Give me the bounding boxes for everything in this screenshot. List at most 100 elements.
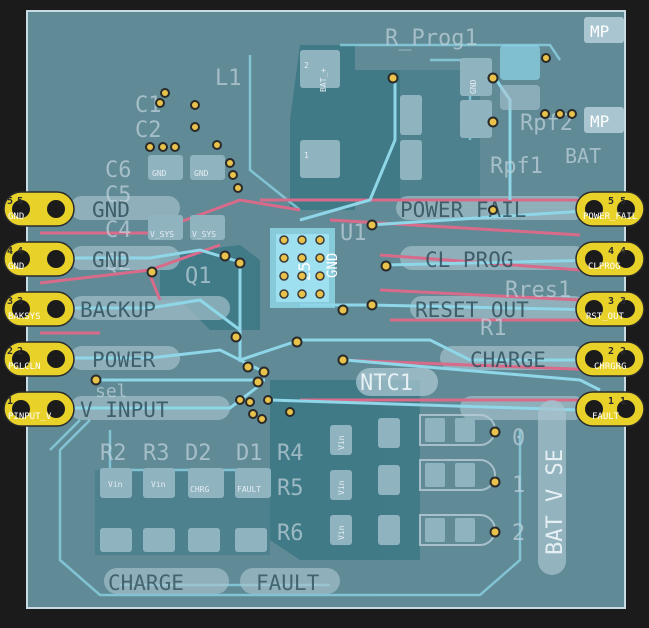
right-pin-2[interactable]: 2 2 CHRGRG [575, 341, 645, 377]
svg-text:Vin: Vin [337, 525, 346, 540]
svg-text:V INPUT: V INPUT [80, 398, 169, 422]
mounting-pad-bottom[interactable]: MP [584, 107, 624, 133]
svg-text:FAULT: FAULT [237, 485, 261, 494]
battery-pad-plus[interactable] [500, 45, 540, 80]
bat-silk-label: BAT [565, 144, 601, 168]
svg-text:2: 2 [17, 346, 23, 357]
svg-text:GND: GND [194, 169, 209, 178]
svg-text:Vin: Vin [108, 480, 123, 489]
refdes-q1: Q1 [185, 264, 212, 289]
refdes-r1: R1 [480, 316, 507, 341]
svg-text:2: 2 [608, 346, 614, 357]
u1-ic-footprint[interactable]: 25 GND [270, 228, 341, 308]
svg-text:CHRGRG: CHRGRG [594, 362, 627, 372]
svg-text:5: 5 [7, 196, 13, 207]
svg-text:3: 3 [17, 296, 23, 307]
svg-text:1: 1 [620, 396, 626, 407]
smd-pads[interactable]: 2 BAT_+ 1 GND GND V_SYS V_SYS GND Vin Vi… [100, 50, 492, 552]
refdes-r4: R4 [277, 441, 304, 466]
svg-text:FAULT: FAULT [592, 412, 620, 422]
svg-text:PGLCLN: PGLCLN [8, 362, 41, 372]
refdes-c4: C4 [105, 218, 132, 243]
svg-text:BACKUP: BACKUP [80, 298, 156, 322]
refdes-r3: R3 [143, 441, 170, 466]
svg-text:Vin: Vin [337, 480, 346, 495]
svg-text:Vin: Vin [337, 435, 346, 450]
left-pin-1[interactable]: 1 PINPUT_V [3, 391, 75, 427]
svg-text:1: 1 [7, 396, 13, 407]
right-pin-1[interactable]: 1 1 FAULT [575, 391, 645, 427]
svg-text:1: 1 [512, 473, 525, 498]
refdes-r6: R6 [277, 521, 304, 546]
svg-text:GND: GND [8, 212, 24, 222]
svg-text:3: 3 [7, 296, 13, 307]
refdes-sel: sel [95, 381, 128, 402]
refdes-d1: D1 [236, 441, 263, 466]
left-pin-2[interactable]: 2 2 PGLCLN [3, 341, 75, 377]
mounting-pad-top[interactable]: MP [584, 17, 624, 43]
refdes-c5: C5 [105, 183, 132, 208]
svg-text:CHARGE: CHARGE [470, 348, 546, 372]
svg-text:RST_OUT: RST_OUT [586, 312, 625, 322]
refdes-c6: C6 [105, 158, 132, 183]
svg-text:3: 3 [608, 296, 614, 307]
right-pin-5[interactable]: 5 5 POWER_FAIL [575, 191, 645, 227]
svg-text:MP: MP [590, 112, 609, 131]
svg-text:5: 5 [620, 196, 626, 207]
refdes-q2: Q2 [105, 251, 132, 276]
svg-text:2: 2 [512, 521, 525, 546]
refdes-rres1: Rres1 [505, 278, 571, 303]
right-pin-3[interactable]: 3 3 RST_OUT [575, 291, 645, 327]
svg-text:1: 1 [304, 151, 309, 160]
left-big-labels: GND GND BACKUP POWER V INPUT [80, 198, 169, 422]
svg-text:BAKSYS: BAKSYS [8, 312, 41, 322]
svg-text:GND: GND [325, 253, 341, 278]
svg-text:2: 2 [7, 346, 13, 357]
svg-text:5: 5 [17, 196, 23, 207]
left-pin-3[interactable]: 3 3 BAKSYS [3, 291, 75, 327]
svg-text:GND: GND [152, 169, 167, 178]
refdes-r-prog1: R_Prog1 [385, 26, 478, 51]
refdes-rpf1: Rpf1 [490, 154, 543, 179]
left-pin-5[interactable]: 5 5 GND [3, 191, 75, 227]
svg-text:NTC1: NTC1 [360, 371, 413, 396]
svg-text:Vin: Vin [151, 480, 166, 489]
svg-text:5: 5 [608, 196, 614, 207]
svg-text:CHARGE: CHARGE [108, 571, 184, 595]
refdes-r2: R2 [100, 441, 127, 466]
component-refdes: L1 C1 C2 C6 C5 C4 Q2 Q1 U1 R_Prog1 Rpf1 … [95, 26, 573, 546]
vias [90, 53, 577, 538]
front-traces [40, 77, 601, 412]
svg-text:GND: GND [92, 248, 130, 272]
svg-text:GND: GND [469, 79, 478, 94]
refdes-c2: C2 [135, 118, 162, 143]
svg-text:POWER: POWER [92, 348, 156, 372]
svg-text:4: 4 [7, 246, 13, 257]
thermistor-index-labels: 0 1 2 [512, 426, 525, 546]
refdes-r5: R5 [277, 476, 304, 501]
right-connector: 5 5 POWER_FAIL 4 4 CLPROG 3 3 RST_OUT 2 … [575, 191, 645, 427]
led-pads[interactable] [425, 418, 475, 542]
left-connector: 5 5 GND 4 4 GND 3 3 BAKSYS 2 2 PGLCLN [3, 191, 75, 427]
svg-text:PINPUT_V: PINPUT_V [8, 412, 52, 422]
svg-text:FAULT: FAULT [256, 571, 320, 595]
svg-text:1: 1 [608, 396, 614, 407]
right-pin-4[interactable]: 4 4 CLPROG [575, 241, 645, 277]
svg-text:RESET OUT: RESET OUT [415, 298, 529, 322]
svg-text:2: 2 [304, 61, 309, 70]
svg-text:MP: MP [590, 22, 609, 41]
svg-text:V_SYS: V_SYS [150, 230, 174, 239]
refdes-l1: L1 [215, 66, 242, 91]
svg-text:CLPROG: CLPROG [588, 262, 621, 272]
svg-text:2: 2 [620, 346, 626, 357]
bat-v-sense-label: BAT V SE [538, 400, 568, 575]
battery-pad-minus[interactable] [500, 85, 540, 110]
bottom-labels: CHARGE FAULT [104, 568, 340, 595]
svg-text:GND: GND [8, 262, 24, 272]
left-pin-4[interactable]: 4 4 GND [3, 241, 75, 277]
svg-text:POWER FAIL: POWER FAIL [400, 198, 526, 222]
svg-text:4: 4 [17, 246, 23, 257]
svg-text:3: 3 [620, 296, 626, 307]
